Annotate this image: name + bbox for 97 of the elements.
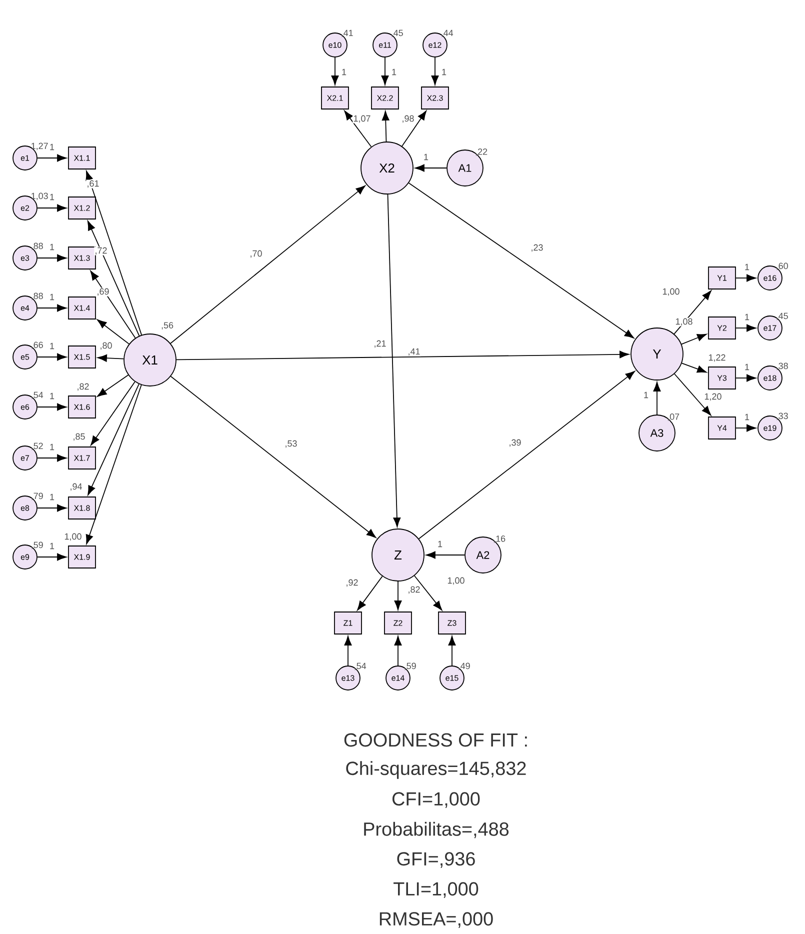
path-arrow — [170, 185, 366, 344]
edge-label: 1 — [744, 313, 750, 321]
path-arrow — [344, 636, 352, 666]
edge-label: 1 — [48, 193, 56, 201]
path-arrow — [681, 334, 707, 345]
fit-statistic: RMSEA=,000 — [380, 912, 493, 928]
edge-label: 1 — [744, 363, 750, 371]
edge-label: ,39 — [508, 438, 522, 448]
edge-label: ,92 — [345, 578, 359, 588]
path-arrow — [674, 373, 712, 416]
path-arrow — [402, 110, 427, 147]
path-arrow — [97, 319, 130, 344]
edge-label: 1 — [436, 540, 444, 548]
path-arrow — [37, 504, 67, 512]
path-arrow — [394, 636, 402, 666]
path-arrow — [37, 254, 67, 262]
edge-label: 1 — [48, 293, 56, 301]
path-arrow — [681, 362, 707, 373]
edge-label: 1,00 — [662, 288, 680, 296]
edge-label: ,23 — [530, 244, 544, 252]
edge-label: ,69 — [96, 288, 110, 296]
edge-label: ,82 — [76, 382, 90, 392]
path-arrow — [674, 290, 712, 334]
path-arrow — [357, 576, 383, 610]
path-arrow — [37, 403, 67, 411]
path-arrow — [736, 374, 756, 382]
edge-label: 1 — [744, 413, 750, 421]
path-arrow — [176, 350, 630, 360]
path-arrow — [97, 354, 124, 362]
path-arrow — [37, 553, 67, 561]
path-arrow — [331, 57, 339, 86]
path-arrow — [408, 182, 634, 338]
edge-label: 1 — [744, 263, 750, 271]
path-arrow — [426, 551, 465, 559]
path-arrow — [37, 304, 67, 312]
variance-label: ,56 — [162, 322, 174, 330]
path-arrow — [344, 110, 372, 148]
path-arrow — [448, 636, 456, 666]
path-arrow — [90, 270, 136, 338]
edge-label: 1 — [48, 542, 56, 550]
edge-label: ,94 — [69, 482, 83, 492]
edge-label: 1 — [440, 68, 448, 76]
path-arrow — [90, 381, 136, 446]
path-arrow — [653, 382, 661, 415]
fit-statistic: GFI=,936 — [397, 852, 475, 868]
edge-label: ,21 — [373, 340, 387, 348]
fit-statistic: TLI=1,000 — [394, 882, 478, 898]
edge-label: ,70 — [249, 250, 263, 258]
edge-label: ,82 — [407, 586, 421, 594]
edge-label: 1 — [48, 443, 56, 451]
path-arrow — [88, 384, 140, 496]
fit-heading: GOODNESS OF FIT : — [344, 733, 527, 747]
path-arrow — [414, 164, 447, 172]
edge-label: 1,07 — [352, 114, 372, 124]
path-arrow — [414, 575, 442, 610]
edge-label: 1 — [422, 153, 430, 161]
edge-label: 1,08 — [674, 318, 694, 326]
edge-label: ,61 — [86, 180, 100, 188]
edge-label: 1,00 — [64, 532, 82, 542]
path-arrow — [736, 424, 756, 432]
edge-label: 1 — [48, 143, 56, 151]
edge-label: ,53 — [284, 440, 298, 448]
edge-label: 1 — [390, 68, 398, 76]
edge-label: 1,22 — [708, 354, 726, 362]
edge-label: ,41 — [407, 348, 421, 356]
path-arrow — [418, 370, 636, 540]
edge-label: 1 — [48, 243, 56, 251]
edge-label: 1 — [48, 392, 56, 400]
path-arrow — [736, 274, 756, 282]
edge-label: 1 — [340, 68, 348, 76]
path-arrow — [394, 581, 402, 610]
path-arrow — [382, 110, 390, 142]
edge-label: ,72 — [94, 246, 108, 256]
path-arrow — [37, 154, 67, 162]
fit-statistic: Chi-squares=145,832 — [346, 761, 526, 779]
edge-label: 1,20 — [704, 392, 722, 402]
path-arrow — [381, 57, 389, 86]
edge-label: ,80 — [99, 342, 113, 350]
path-arrow — [87, 220, 140, 336]
path-arrow — [86, 170, 142, 336]
path-arrow — [170, 376, 376, 538]
path-arrow — [736, 324, 756, 332]
path-arrow — [37, 454, 67, 462]
path-arrow — [97, 374, 129, 397]
edge-label: 1 — [48, 493, 56, 501]
path-arrow — [387, 194, 401, 528]
fit-statistic: Probabilitas=,488 — [364, 822, 509, 838]
path-arrow — [37, 353, 67, 361]
edge-label: 1 — [642, 391, 650, 399]
edge-label: ,98 — [401, 114, 415, 124]
fit-statistic: CFI=1,000 — [392, 792, 480, 808]
edge-label: ,85 — [72, 432, 86, 442]
path-arrow — [86, 384, 142, 544]
path-arrow — [37, 204, 67, 212]
path-arrow — [431, 57, 439, 86]
edge-label: 1 — [48, 342, 56, 350]
edge-label: 1,00 — [446, 576, 466, 586]
